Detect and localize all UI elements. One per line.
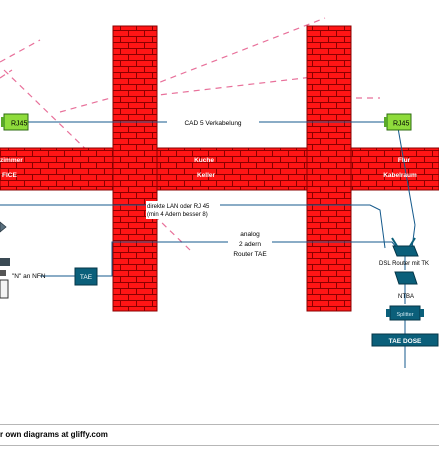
direkte-lan-label-2: (min 4 Adern besser 8) — [147, 212, 208, 218]
ntba-label: NTBA — [398, 294, 414, 300]
n-an-nfn-label: "N" an NFN — [12, 273, 46, 280]
dsl-router[interactable] — [391, 237, 419, 257]
tae-small-label: TAE — [80, 274, 93, 281]
rj45-socket-left[interactable]: RJ45 — [1, 113, 29, 131]
phone-icon — [0, 221, 7, 233]
tae-dose-label: TAE DOSE — [389, 338, 422, 345]
brick-wall-left — [112, 25, 158, 312]
rj45-left-label: RJ45 — [11, 121, 27, 128]
analog-label-1: analog — [240, 231, 260, 238]
room-flur: Flur — [398, 157, 411, 164]
rj45-right-label: RJ45 — [393, 121, 409, 128]
dsl-router-label: DSL Router mit TK — [379, 261, 429, 267]
room-kueche: Kuche — [194, 157, 214, 164]
analog-label-3: Router TAE — [233, 251, 267, 258]
splitter-device[interactable]: Splitter — [386, 305, 424, 321]
analog-label-2: 2 adern — [239, 241, 261, 248]
room-kabelraum: Kabelraum — [383, 172, 417, 179]
footer-text[interactable]: r own diagrams at gliffy.com — [0, 430, 108, 439]
tae-dose[interactable]: TAE DOSE — [371, 333, 439, 347]
room-zimmer: zimmer — [0, 157, 23, 164]
gliffy-footer: r own diagrams at gliffy.com — [0, 424, 439, 446]
brick-wall-horizontal — [0, 147, 439, 191]
splitter-label: Splitter — [396, 312, 413, 318]
room-keller: Keller — [197, 172, 216, 179]
ntba-device[interactable] — [394, 271, 418, 285]
partial-device-left — [0, 258, 10, 299]
brick-wall-right — [306, 25, 352, 312]
tae-socket-small[interactable]: TAE — [74, 267, 98, 286]
rj45-socket-right[interactable]: RJ45 — [384, 113, 412, 131]
cad5-label: CAD 5 Verkabelung — [184, 120, 241, 127]
direkte-lan-label-1: direkte LAN oder RJ 45 — [147, 204, 210, 210]
room-fice: FICE — [2, 172, 17, 179]
